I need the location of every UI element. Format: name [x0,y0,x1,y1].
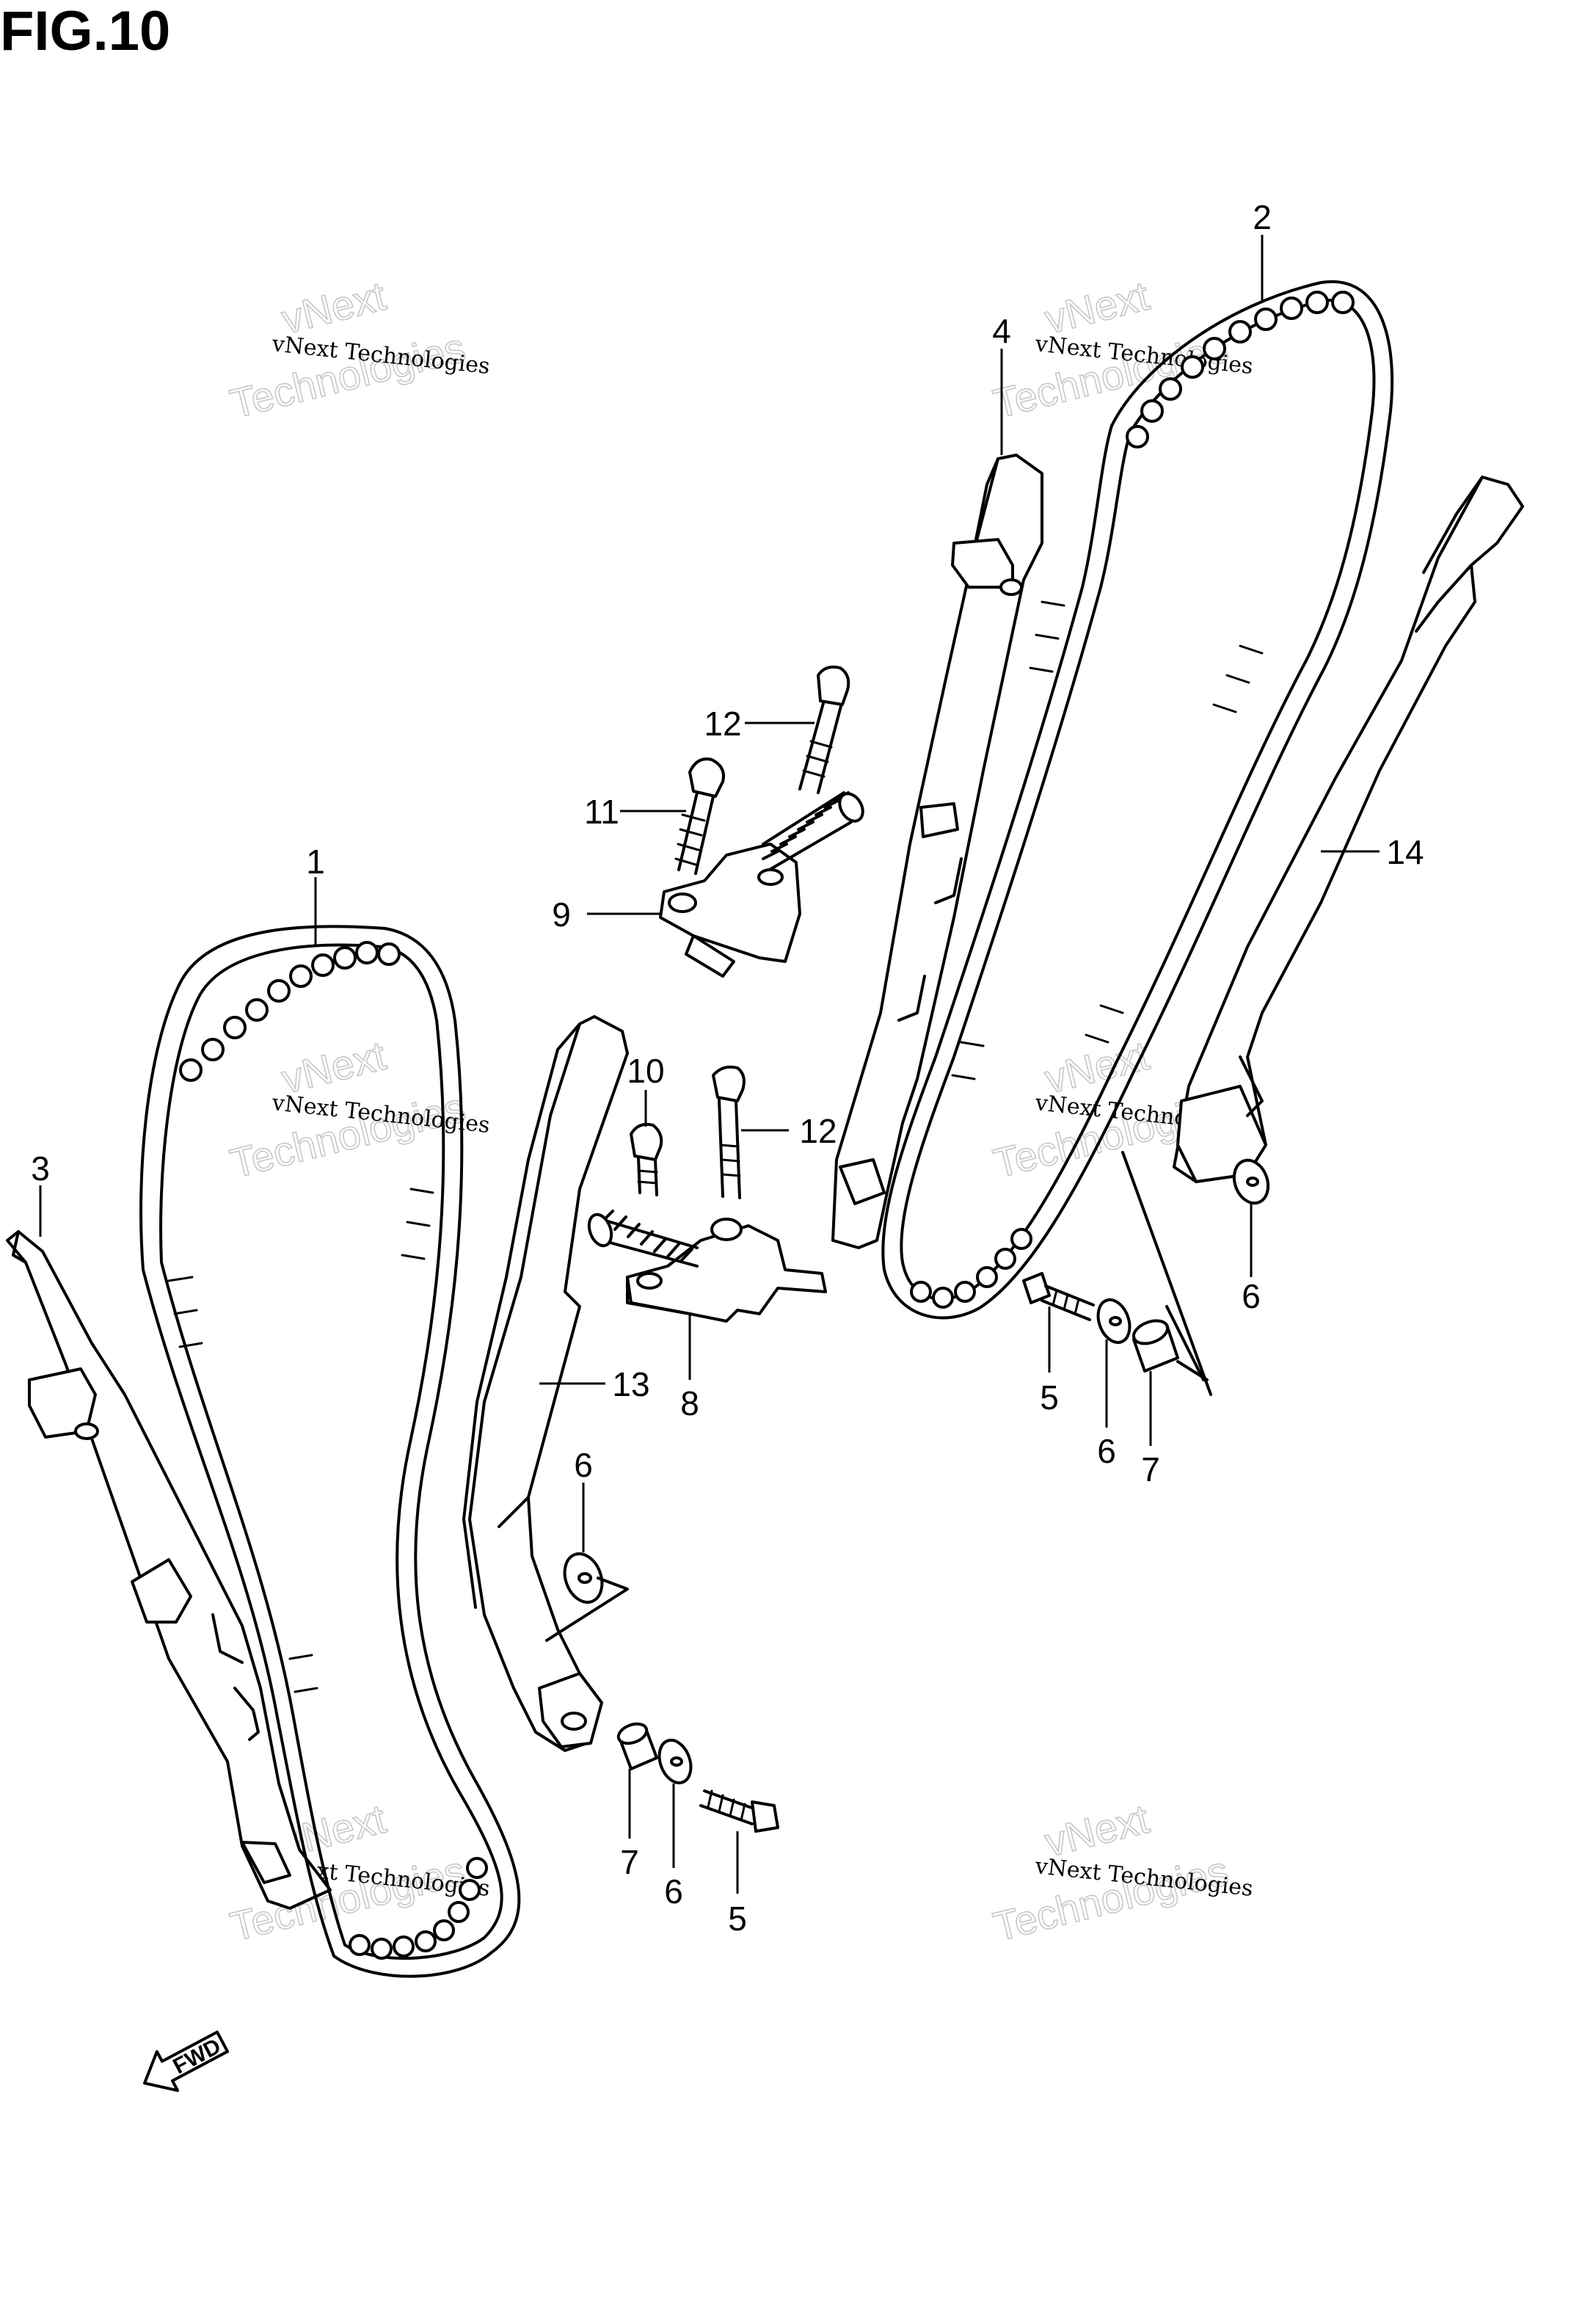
part-4-chain-guide [831,454,1043,1249]
part-14-chain-guide [1173,476,1524,1183]
callout-labels: 1 2 3 4 5 5 6 6 6 6 7 7 8 9 10 11 12 12 … [31,198,1424,1938]
chain-links-bottom [349,1857,488,1960]
watermark-brand: vNext [1041,272,1154,343]
callout-6-far-right: 6 [1242,1277,1261,1315]
callout-14: 14 [1386,833,1424,871]
part-7-collar-bottom [616,1722,658,1770]
leader-lines [39,235,1380,1894]
part-6-washer-left [563,1552,604,1604]
part-7-collar-right [1132,1319,1179,1373]
callout-12-top: 12 [704,705,741,743]
part-5-bolt-right [1022,1272,1095,1321]
callout-5-right: 5 [1040,1378,1059,1417]
callout-2: 2 [1253,198,1272,236]
callout-7-right: 7 [1141,1450,1160,1488]
callout-1: 1 [306,843,325,881]
callout-13: 13 [612,1365,649,1403]
callout-6-right: 6 [1097,1432,1116,1470]
part-11-bolt [674,757,725,875]
part-6-washer-right-top [1232,1158,1270,1205]
part-9-chain-tensioner [659,791,864,978]
part-10-bolt [630,1122,663,1196]
callout-8: 8 [680,1384,699,1422]
callout-6-bottom: 6 [664,1872,683,1911]
callout-6-left: 6 [574,1446,593,1484]
part-2-cam-chain [881,280,1394,1320]
part-5-bolt-bottom [699,1789,779,1833]
watermark-brand: vNext [277,272,391,343]
part-6-washer-bottom [657,1738,693,1785]
part-6-washer-right [1096,1298,1132,1345]
fwd-label: FWD [170,2034,225,2079]
callout-12-bottom: 12 [799,1112,837,1150]
part-1-cam-chain [139,925,521,1978]
callout-9: 9 [552,895,571,934]
callout-11: 11 [584,793,619,831]
callout-5-bottom: 5 [728,1900,747,1938]
assembly-line-left [545,1577,629,1642]
callout-7-bottom: 7 [620,1843,639,1881]
assembly-line-right [1121,1151,1212,1396]
callout-3: 3 [31,1149,50,1188]
assembly-line-right-lower [1176,1360,1209,1381]
figure-title: FIG.10 [0,0,170,62]
chain-links-top [179,941,401,1082]
chain-links-top [1126,291,1355,448]
callout-10: 10 [627,1052,664,1090]
part-12-bolt-lower [712,1065,746,1199]
part-12-bolt-upper [798,665,850,794]
watermark-mid-left: vNext Technologies vNext Technologies [225,1031,491,1187]
callout-4: 4 [992,312,1011,350]
watermark-top-left: vNext Technologies vNext Technologies [225,272,491,427]
part-8-chain-tensioner [587,1210,827,1323]
watermark-bottom-right: vNext Technologies vNext Technologies [988,1795,1254,1950]
forward-direction-arrow: FWD [143,2030,230,2093]
part-3-chain-guide [6,1230,332,1910]
chain-links-bottom [910,1228,1032,1309]
